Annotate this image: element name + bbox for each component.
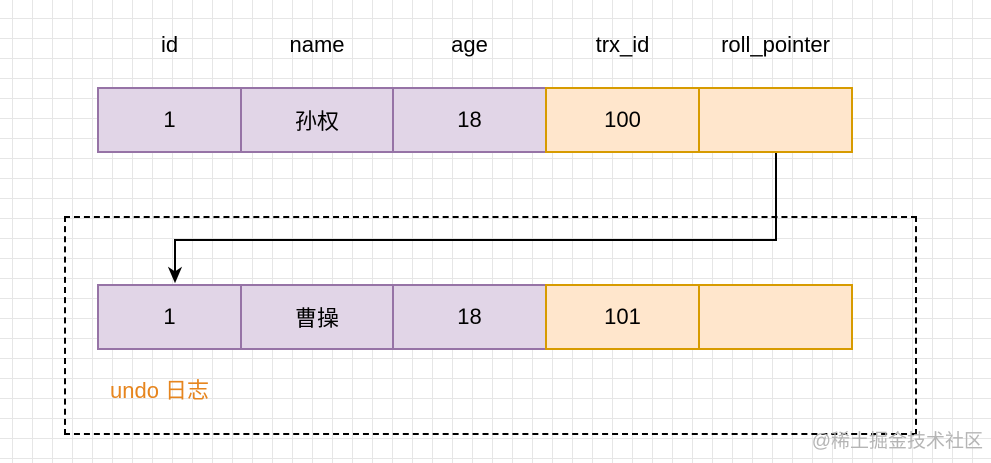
undo-log-container [64,216,917,435]
undo-roll-pointer-cell [698,284,853,350]
undo-log-label: undo 日志 [110,378,210,403]
undo-name-cell: 曹操 [240,284,394,350]
undo-id-cell: 1 [97,284,242,350]
header-age: age [451,32,488,57]
current-id-cell: 1 [97,87,242,153]
current-roll-pointer-cell [698,87,853,153]
roll-pointer-arrowhead [167,266,183,284]
header-name: name [289,32,345,57]
header-trx-id: trx_id [595,32,650,57]
watermark: @稀土掘金技术社区 [811,431,983,452]
undo-trx-id-cell: 101 [545,284,700,350]
header-roll-pointer: roll_pointer [721,32,830,57]
roll-pointer-arrow-line [174,153,777,274]
header-id: id [160,32,179,57]
